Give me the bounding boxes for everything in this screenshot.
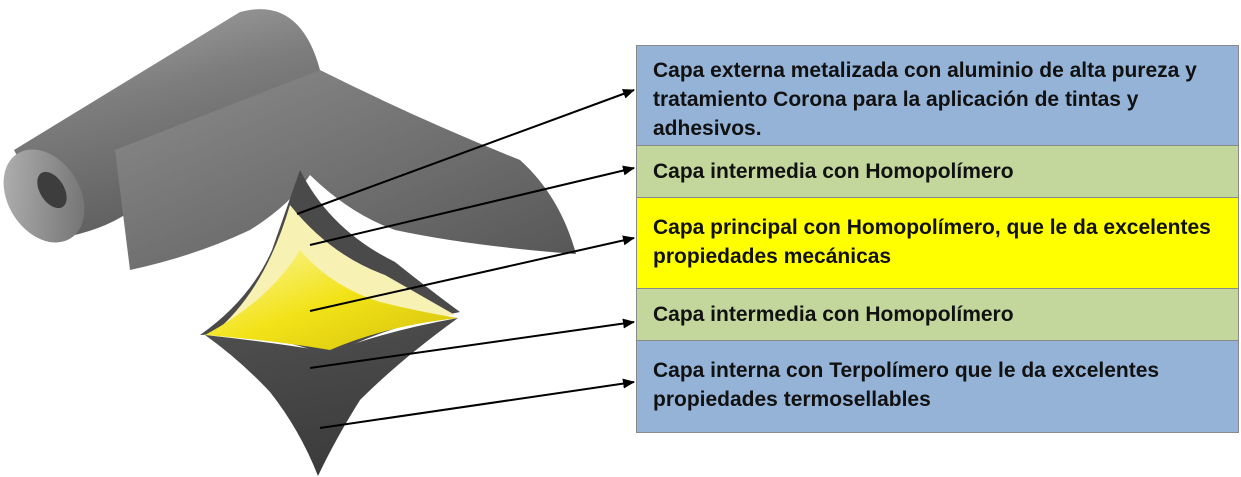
layer-label-intermediate-2-text: Capa intermedia con Homopolímero: [653, 303, 1014, 326]
layer-label-inner-text: Capa interna con Terpolímero que le da e…: [653, 359, 1160, 411]
layer-label-inner: Capa interna con Terpolímero que le da e…: [636, 340, 1239, 433]
layer-label-main-text: Capa principal con Homopolímero, que le …: [653, 216, 1211, 268]
roll-body: [14, 9, 320, 239]
arrow-inner: [319, 378, 635, 429]
arrow-outer: [296, 89, 635, 215]
arrow-main: [309, 235, 635, 312]
layer-label-outer: Capa externa metalizada con aluminio de …: [636, 45, 1239, 146]
arrow-mid2: [309, 318, 635, 369]
film-peel-yellow: [205, 250, 458, 350]
arrow-mid1: [309, 165, 635, 246]
film-sheet-upper: [115, 70, 576, 270]
roll-core-hole: [37, 171, 67, 209]
layer-label-intermediate-1-text: Capa intermedia con Homopolímero: [653, 160, 1014, 183]
layer-label-main: Capa principal con Homopolímero, que le …: [636, 197, 1239, 289]
layer-label-outer-text: Capa externa metalizada con aluminio de …: [653, 59, 1197, 140]
film-lower-dark: [205, 318, 458, 476]
layer-label-intermediate-1: Capa intermedia con Homopolímero: [636, 145, 1239, 198]
layer-label-intermediate-2: Capa intermedia con Homopolímero: [636, 288, 1239, 341]
